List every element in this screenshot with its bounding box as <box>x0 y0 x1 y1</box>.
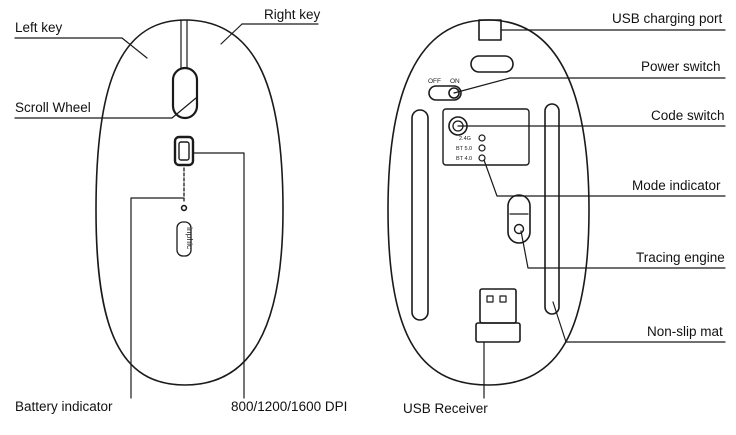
usb-receiver-pin-2 <box>499 295 507 303</box>
mode-label-24: 2.4G <box>459 136 471 142</box>
dpi-button-inner <box>178 141 190 161</box>
usb-charging-port <box>478 19 502 41</box>
power-switch <box>428 85 462 101</box>
mode-label-bt40: BT 4.0 <box>456 156 472 162</box>
dpi-button <box>173 135 195 167</box>
label-scroll-wheel: Scroll Wheel <box>15 100 91 115</box>
leader-non-slip-mat <box>552 301 726 343</box>
leader-right-key-b <box>220 23 243 45</box>
leader-mode-indicator <box>483 159 726 197</box>
label-usb-receiver: USB Receiver <box>403 401 488 416</box>
brand-logo-badge <box>176 221 192 257</box>
non-slip-mat-left <box>411 109 429 321</box>
leader-scroll-wheel-b <box>171 97 197 119</box>
brand-logo-text: inphic <box>185 227 195 250</box>
label-code-switch: Code switch <box>651 108 725 123</box>
leader-left-key-b <box>121 37 148 59</box>
top-oval-foot <box>470 55 514 73</box>
label-tracing-engine: Tracing engine <box>636 250 725 265</box>
label-non-slip-mat: Non-slip mat <box>647 324 723 339</box>
mode-label-bt50: BT 5.0 <box>456 146 472 152</box>
tracing-engine <box>507 194 531 244</box>
label-battery-indicator: Battery indicator <box>15 399 113 414</box>
leader-tracing-engine <box>520 230 726 269</box>
battery-indicator-light <box>180 204 188 212</box>
usb-receiver-body <box>475 322 521 343</box>
usb-receiver-plug <box>479 288 517 324</box>
label-dpi: 800/1200/1600 DPI <box>231 399 348 414</box>
switch-label-off: OFF <box>428 78 441 85</box>
tracing-engine-sensor <box>513 223 525 235</box>
switch-label-on: ON <box>450 78 460 85</box>
leader-battery <box>130 197 184 399</box>
leader-dpi <box>192 152 245 399</box>
label-power-switch: Power switch <box>641 59 721 74</box>
scroll-wheel <box>171 66 199 120</box>
mode-light-bt40 <box>478 154 486 162</box>
leader-power-switch <box>453 77 726 94</box>
mode-light-24 <box>478 134 486 142</box>
non-slip-mat-right <box>544 103 560 315</box>
mouse-bottom-body <box>387 19 590 386</box>
label-mode-indicator: Mode indicator <box>632 178 721 193</box>
label-right-key: Right key <box>264 7 321 22</box>
label-left-key: Left key <box>15 20 63 35</box>
label-usb-charging-port: USB charging port <box>612 11 723 26</box>
mouse-top-body <box>95 19 284 386</box>
usb-receiver-pin-1 <box>486 295 494 303</box>
mode-light-bt50 <box>478 144 486 152</box>
